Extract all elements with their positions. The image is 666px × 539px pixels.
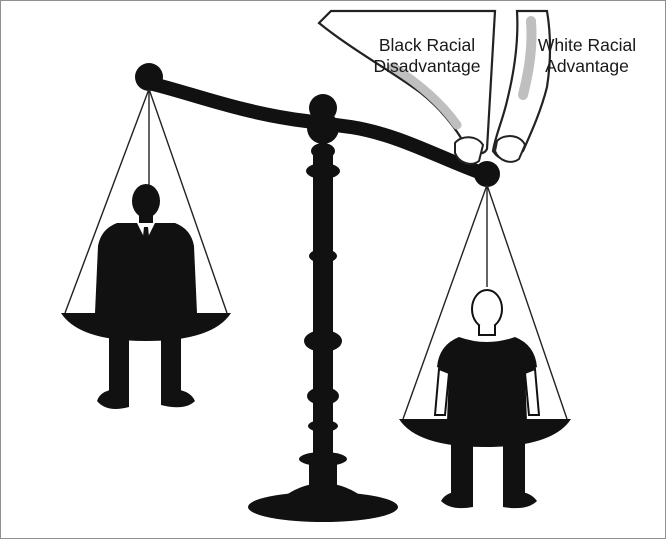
black-racial-disadvantage-line1: Black Racial [357,35,497,56]
pressing-hand-icon [319,11,550,164]
right-pan [399,419,571,447]
left-pan [61,313,231,341]
scale-pillar [304,143,342,461]
scale-base [248,452,398,522]
black-racial-disadvantage-line2: Disadvantage [357,56,497,77]
white-racial-advantage-label: White Racial Advantage [521,35,653,77]
left-figure-silhouette [95,184,197,409]
white-racial-advantage-line2: Advantage [521,56,653,77]
black-racial-disadvantage-label: Black Racial Disadvantage [357,35,497,77]
white-racial-advantage-line1: White Racial [521,35,653,56]
right-figure-silhouette [435,290,539,508]
